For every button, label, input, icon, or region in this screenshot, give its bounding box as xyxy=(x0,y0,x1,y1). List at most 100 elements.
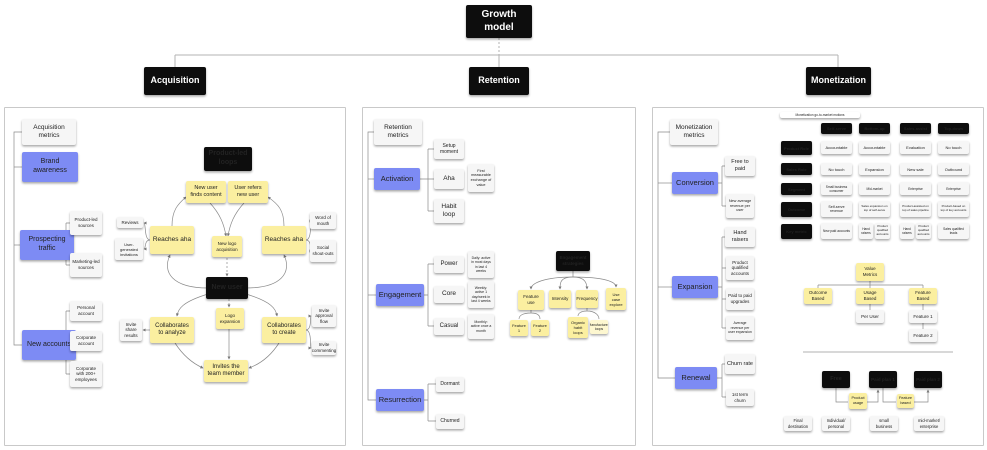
habit-loop[interactable]: Habit loop xyxy=(434,199,464,223)
renewal[interactable]: Renewal xyxy=(675,367,717,389)
core[interactable]: Core xyxy=(434,286,464,303)
row-sales-role[interactable]: Sales Role xyxy=(781,163,812,175)
paid-plan-1[interactable]: Paid plan 1 xyxy=(869,371,897,388)
reviews[interactable]: Reviews xyxy=(117,217,143,228)
conversion[interactable]: Conversion xyxy=(672,172,718,194)
casual-note[interactable]: Monthly: active once a month xyxy=(468,314,494,339)
cell-metric-sales-assist-b[interactable]: Product qualified accounts xyxy=(916,223,931,239)
usage-based[interactable]: Usage Based xyxy=(856,288,884,304)
cell-outcome-top-down[interactable]: Product-based on top of key accounts xyxy=(938,201,969,217)
small-business[interactable]: small business xyxy=(870,416,898,431)
cell-outcome-self-serve[interactable]: Self-serve revenue xyxy=(821,201,852,217)
casual[interactable]: Casual xyxy=(434,318,464,335)
product-led-sources[interactable]: Product-led sources xyxy=(70,211,102,235)
organic-habit-loops[interactable]: Organic habit loops xyxy=(568,317,588,338)
cell-sales-top-down[interactable]: Outbound xyxy=(938,163,969,175)
manufactured-loops[interactable]: Manufactured loops xyxy=(590,320,608,334)
col-sales-assist[interactable]: Sales-assist xyxy=(900,123,931,134)
cell-metric-bottom-up-b[interactable]: Product qualified accounts xyxy=(875,223,890,239)
new-user-finds-content[interactable]: New user finds content xyxy=(186,181,226,203)
marketing-led-sources[interactable]: Marketing-led sources xyxy=(70,253,102,277)
reaches-aha-left[interactable]: Reaches aha xyxy=(150,226,194,254)
row-segment[interactable]: Segment xyxy=(781,183,812,195)
row-outcome[interactable]: Outcome xyxy=(781,202,812,217)
cell-segment-top-down[interactable]: Enterprise xyxy=(938,182,969,195)
power-note[interactable]: Daily: active in most days in last 4 wee… xyxy=(468,251,494,278)
per-user[interactable]: Per User xyxy=(856,310,884,323)
churn-rate[interactable]: Churn rate xyxy=(725,354,755,374)
cell-product-top-down[interactable]: No touch xyxy=(938,141,969,154)
product-qualified-accounts[interactable]: Product qualified accounts xyxy=(726,256,754,280)
activation[interactable]: Activation xyxy=(374,168,420,190)
setup-moment[interactable]: Setup moment xyxy=(434,139,464,159)
free-to-paid[interactable]: Free to paid xyxy=(725,156,755,176)
invite-commenting[interactable]: Invite commenting xyxy=(312,341,336,355)
use-case-explore[interactable]: Use case explore xyxy=(606,288,626,310)
value-metrics[interactable]: Value Metrics xyxy=(856,263,884,281)
word-of-mouth[interactable]: Word of mouth xyxy=(310,212,336,229)
invites-the-team-member[interactable]: Invites the team member xyxy=(204,360,248,382)
first-measurable-exchange[interactable]: First measurable exchange of value xyxy=(468,164,494,192)
col-top-down[interactable]: Top-down xyxy=(938,123,969,134)
invite-share-results[interactable]: Invite share results xyxy=(120,319,142,341)
first-term-churn[interactable]: 1st term churn xyxy=(726,389,754,406)
new-logo-acquisition[interactable]: New logo acquisition xyxy=(212,236,242,257)
retention-metrics[interactable]: Retention metrics xyxy=(374,119,422,145)
cell-metric-sales-assist-a[interactable]: Hand raisers xyxy=(900,223,914,239)
paid-plan-2[interactable]: Paid plan 2 xyxy=(914,371,942,388)
collaborates-to-create[interactable]: Collaborates to create xyxy=(262,317,306,343)
churned[interactable]: Churned xyxy=(436,414,464,429)
collaborates-to-analyze[interactable]: Collaborates to analyze xyxy=(150,317,194,343)
cell-metric-bottom-up-a[interactable]: Hand raisers xyxy=(859,223,873,239)
power[interactable]: Power xyxy=(434,256,464,273)
feature-2[interactable]: Feature 2 xyxy=(531,320,549,336)
free-plan[interactable]: Free xyxy=(822,371,850,388)
arpu-expansion[interactable]: Average revenue per user expansion xyxy=(726,316,754,340)
personal-account[interactable]: Personal account xyxy=(70,301,102,321)
cell-product-bottom-up[interactable]: Accountable xyxy=(859,141,890,154)
reaches-aha-right[interactable]: Reaches aha xyxy=(262,226,306,254)
acquisition-metrics[interactable]: Acquisition metrics xyxy=(22,119,76,145)
dormant[interactable]: Dormant xyxy=(436,377,464,392)
corporate-200-employees[interactable]: Corporate with 200+ employees xyxy=(70,361,102,387)
feature-use[interactable]: Feature use xyxy=(518,290,544,310)
corporate-account[interactable]: Corporate account xyxy=(70,331,102,351)
feature-based-upgrade[interactable]: Feature based xyxy=(897,394,914,408)
final-destination[interactable]: Final destination xyxy=(784,416,812,431)
paid-to-paid-upgrades[interactable]: Paid to paid upgrades xyxy=(726,288,754,310)
cell-sales-bottom-up[interactable]: Expansion xyxy=(859,163,890,175)
user-refers-new-user[interactable]: User refers new user xyxy=(228,181,268,203)
frequency[interactable]: Frequency xyxy=(576,290,598,308)
core-note[interactable]: Weekly: active 1 day/week in last 4 week… xyxy=(468,281,494,308)
user-generated-invitations[interactable]: User-generated invitations xyxy=(115,238,143,260)
cell-metric-self-serve[interactable]: New paid accounts xyxy=(821,223,852,239)
social-shout-outs[interactable]: Social shout-outs xyxy=(310,240,336,262)
row-product-role[interactable]: Product Role xyxy=(781,141,812,155)
expansion[interactable]: Expansion xyxy=(672,276,718,298)
growth-model-root[interactable]: Growth model xyxy=(466,5,532,38)
cell-sales-sales-assist[interactable]: New sale xyxy=(900,163,931,175)
feature-2-pricing[interactable]: Feature 2 xyxy=(909,329,937,342)
aha[interactable]: Aha xyxy=(434,169,464,189)
branch-retention[interactable]: Retention xyxy=(469,67,529,95)
midmarket-enterprise[interactable]: mid-market/ enterprise xyxy=(914,416,944,431)
col-bottom-up[interactable]: Bottom-up xyxy=(859,123,890,134)
product-usage[interactable]: Product usage xyxy=(849,393,867,409)
monetization-metrics[interactable]: Monetization metrics xyxy=(670,119,718,145)
cell-product-sales-assist[interactable]: Evaluation xyxy=(900,141,931,154)
individual-personal[interactable]: Individual/ personal xyxy=(822,416,850,431)
feature-1-pricing[interactable]: Feature 1 xyxy=(909,310,937,323)
cell-segment-self-serve[interactable]: Small business consumer xyxy=(821,182,852,195)
cell-product-self-serve[interactable]: Accountable xyxy=(821,141,852,154)
prospecting-traffic[interactable]: Prospecting traffic xyxy=(20,230,74,260)
cell-outcome-sales-assist[interactable]: Product-assisted on top of sales pipelin… xyxy=(900,201,931,217)
cell-sales-self-serve[interactable]: No touch xyxy=(821,163,852,175)
new-accounts[interactable]: New accounts xyxy=(22,330,76,360)
intensity[interactable]: Intensity xyxy=(549,290,571,308)
feature-based[interactable]: Feature Based xyxy=(909,288,937,304)
logo-expansion[interactable]: Logo expansion xyxy=(216,308,244,329)
col-self-serve[interactable]: Self-serve xyxy=(821,123,852,134)
product-led-loops[interactable]: Product-led loops xyxy=(204,147,252,171)
new-arpu[interactable]: New average revenue per user xyxy=(726,194,754,218)
new-user[interactable]: New user xyxy=(206,277,248,299)
